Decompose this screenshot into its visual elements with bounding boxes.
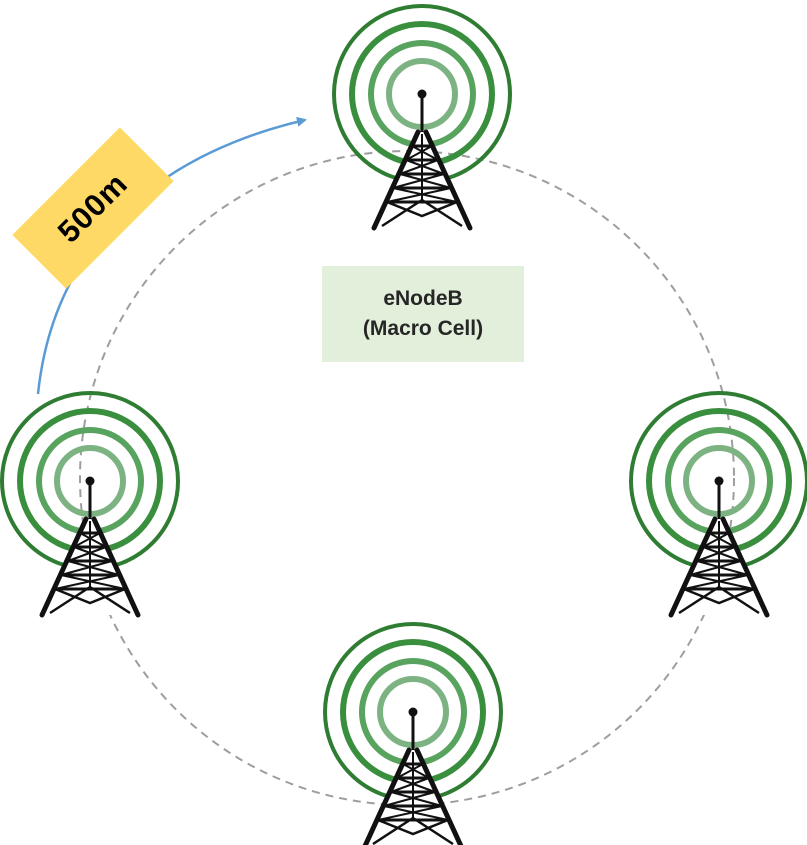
- tower-bottom: [325, 624, 501, 845]
- enodeb-name: eNodeB: [383, 287, 463, 310]
- radio-tower-icon: [2, 393, 178, 615]
- tower-top: [334, 6, 510, 228]
- tower-right: [631, 393, 807, 615]
- radio-tower-icon: [325, 624, 501, 845]
- radio-tower-icon: [631, 393, 807, 615]
- enodeb-label: eNodeB (Macro Cell): [322, 266, 524, 362]
- radio-tower-icon: [334, 6, 510, 228]
- tower-left: [2, 393, 178, 615]
- enodeb-type: (Macro Cell): [362, 317, 484, 340]
